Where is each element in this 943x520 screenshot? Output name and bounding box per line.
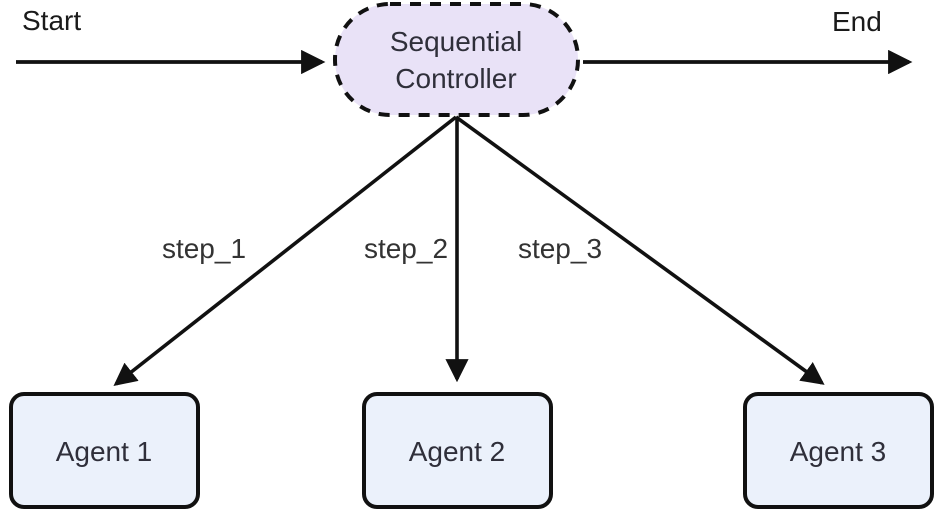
- agent-1-node: [9, 392, 200, 509]
- edge-step-2-label: step_2: [364, 233, 448, 264]
- agent-3-node: [743, 392, 934, 509]
- edge-step-1-arrow: [113, 115, 458, 386]
- edge-step-3-arrow: [454, 115, 825, 385]
- controller-label-line2: Controller: [395, 63, 516, 94]
- agent-2-node: [362, 392, 553, 509]
- agent-2-label: Agent 2: [409, 436, 506, 467]
- start-label: Start: [22, 5, 81, 36]
- edge-step-3-label: step_3: [518, 233, 602, 264]
- agent-3-label: Agent 3: [790, 436, 887, 467]
- controller-label-line1: Sequential: [390, 26, 522, 57]
- end-label: End: [832, 6, 882, 37]
- sequential-controller-node: [333, 2, 580, 117]
- edge-step-1-label: step_1: [162, 233, 246, 264]
- agent-1-label: Agent 1: [56, 436, 153, 467]
